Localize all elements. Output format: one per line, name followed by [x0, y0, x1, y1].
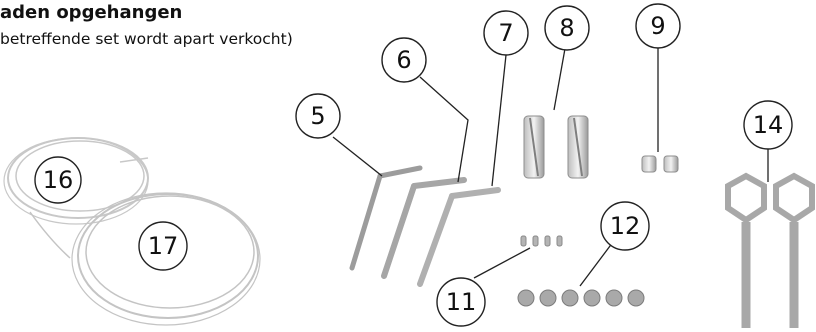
callout-7-label: 7 [498, 19, 513, 47]
callout-17: 17 [138, 221, 188, 271]
callout-17-label: 17 [148, 232, 179, 260]
allen-key-6 [381, 177, 467, 279]
callout-16: 16 [34, 156, 82, 204]
eye-bolt-14b [773, 172, 815, 328]
callout-8: 8 [544, 5, 590, 51]
callout-12-label: 12 [610, 212, 641, 240]
section-title: aden opgehangen [0, 2, 183, 23]
cable-coil-17 [29, 192, 261, 326]
callout-5: 5 [295, 93, 341, 139]
callout-8-label: 8 [559, 14, 574, 42]
callout-9: 9 [635, 3, 681, 49]
cable-grips-12 [517, 289, 645, 307]
callout-14-label: 14 [753, 111, 784, 139]
callout-12: 12 [600, 201, 650, 251]
callout-6: 6 [381, 37, 427, 83]
pins-11 [520, 235, 563, 247]
allen-key-5 [349, 165, 423, 271]
callout-11-label: 11 [446, 288, 477, 316]
section-subtitle: betreffende set wordt apart verkocht) [0, 30, 293, 48]
wall-anchor-8a [523, 115, 545, 179]
callout-5-label: 5 [310, 102, 325, 130]
callout-16-label: 16 [43, 166, 74, 194]
allen-key-7 [417, 187, 501, 287]
callout-6-label: 6 [396, 46, 411, 74]
callout-11: 11 [436, 277, 486, 327]
nuts-9 [641, 155, 679, 173]
wall-anchor-8b [567, 115, 589, 179]
callout-14: 14 [743, 100, 793, 150]
leader-lines [332, 42, 769, 287]
cable-coil-16 [3, 137, 149, 225]
callout-7: 7 [483, 10, 529, 56]
callout-9-label: 9 [650, 12, 665, 40]
eye-bolt-14a [725, 172, 767, 328]
